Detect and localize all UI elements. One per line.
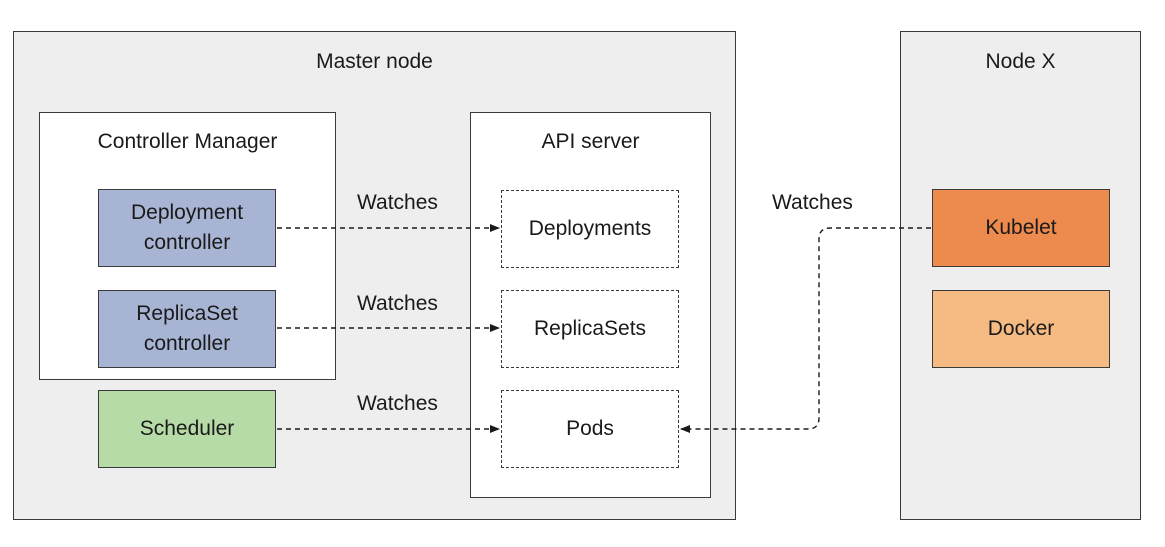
scheduler-label: Scheduler: [139, 417, 235, 440]
pods-label: Pods: [566, 417, 614, 440]
deployments-label: Deployments: [528, 217, 652, 240]
scheduler-watches-label: Watches: [357, 392, 438, 415]
node-x-region: Node X: [900, 31, 1141, 520]
deployments-resource: Deployments: [501, 190, 679, 268]
docker-box: Docker: [932, 290, 1110, 368]
kubelet-label: Kubelet: [985, 216, 1057, 239]
deployment-controller-label: Deployment controller: [130, 201, 244, 254]
replicaset-controller-label: ReplicaSet controller: [136, 302, 238, 355]
node-x-title: Node X: [985, 50, 1056, 73]
deployment-watches-label: Watches: [357, 191, 438, 214]
docker-label: Docker: [987, 317, 1055, 340]
pods-resource: Pods: [501, 390, 679, 468]
master-node-title: Master node: [316, 50, 433, 73]
replicasets-label: ReplicaSets: [533, 317, 647, 340]
controller-manager-title: Controller Manager: [97, 130, 278, 153]
kubelet-watch-arrow: [680, 227, 931, 433]
replicasets-resource: ReplicaSets: [501, 290, 679, 368]
replicaset-controller-box: ReplicaSet controller: [98, 290, 276, 368]
api-server-title: API server: [541, 130, 640, 153]
kubelet-box: Kubelet: [932, 189, 1110, 267]
kubelet-watches-label: Watches: [772, 191, 853, 214]
deployment-controller-box: Deployment controller: [98, 189, 276, 267]
replicaset-watches-label: Watches: [357, 292, 438, 315]
scheduler-box: Scheduler: [98, 390, 276, 468]
